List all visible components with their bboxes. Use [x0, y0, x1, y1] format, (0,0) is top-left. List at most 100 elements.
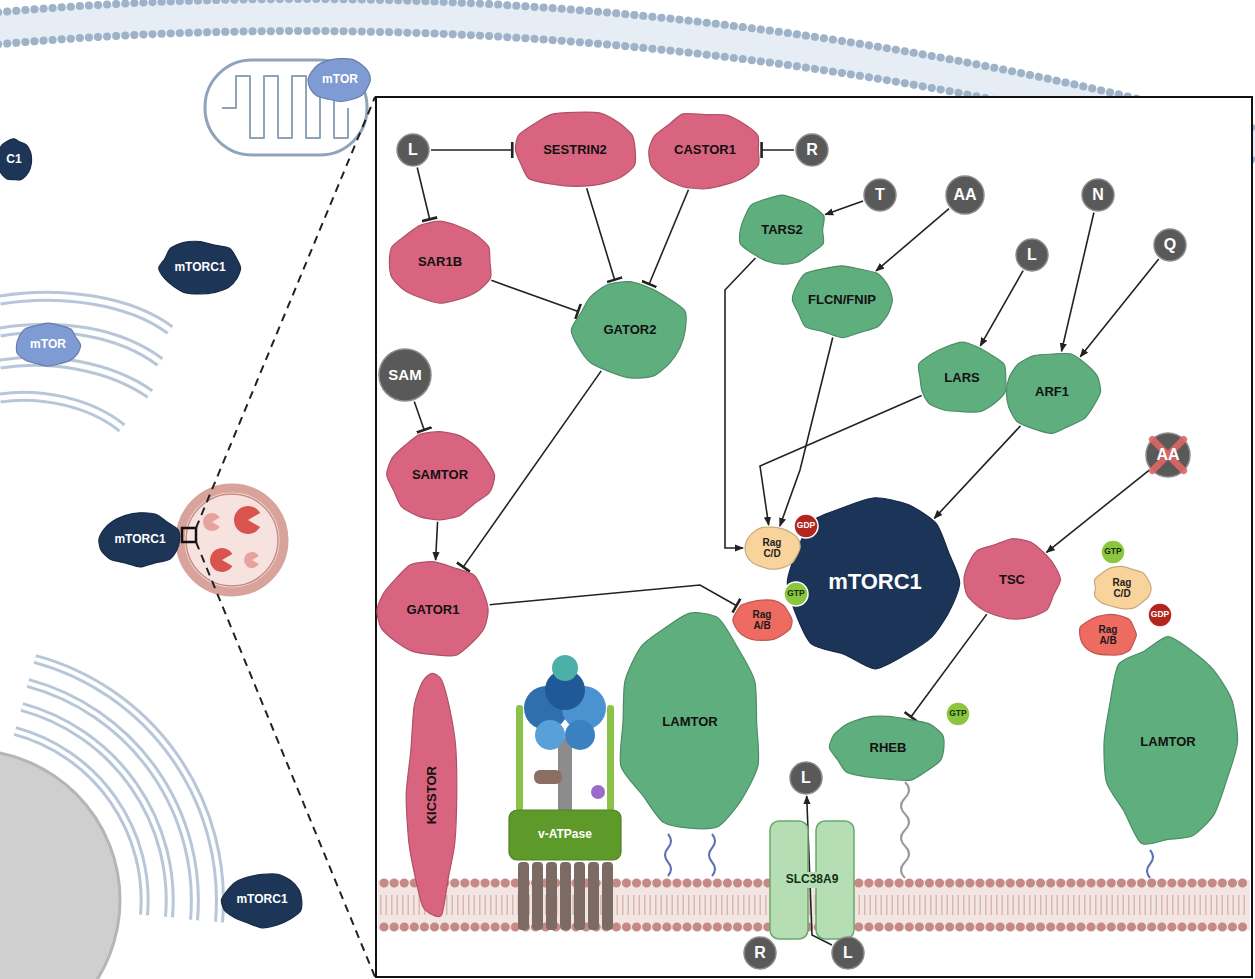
node-text: SAM: [388, 367, 421, 384]
mitochondrion: [205, 60, 367, 155]
metabolite-circle: SAM: [378, 348, 432, 402]
node-text: R: [806, 141, 818, 159]
node-text: L: [408, 141, 418, 159]
er-tube: [28, 683, 195, 920]
node-text: Rag A/B: [1094, 624, 1122, 646]
node-label: KICSTOR: [425, 766, 439, 824]
protein-blob: ARF1: [1002, 350, 1102, 434]
node-text: LARS: [944, 371, 979, 385]
node-label: SAMTOR: [412, 468, 468, 482]
activation-arrow: [1062, 213, 1094, 352]
node-label: Rag A/B: [1094, 624, 1122, 646]
inhibition-line: [491, 280, 578, 311]
node-label: Rag A/B: [748, 609, 776, 631]
metabolite-circle: AA: [945, 175, 985, 215]
node-text: TARS2: [761, 223, 803, 237]
activation-arrow: [934, 426, 1020, 519]
node-label: mTOR: [322, 73, 358, 86]
hydrolase: [203, 513, 220, 531]
lipid-anchor: [901, 782, 909, 878]
v-atpase-subunit: [534, 770, 562, 784]
node-text: L: [843, 944, 853, 962]
inset-frame: [376, 97, 1252, 977]
node-label: ARF1: [1035, 385, 1069, 399]
rag-blob: Rag C/D: [1092, 566, 1152, 610]
node-text: Rag C/D: [1108, 577, 1136, 599]
node-text: SAMTOR: [412, 468, 468, 482]
circle-outline: [794, 514, 818, 538]
activation-arrow: [780, 338, 833, 527]
metabolite-circle: R: [743, 936, 777, 970]
node-label: LAMTOR: [1140, 735, 1195, 749]
node-label: N: [1092, 186, 1104, 204]
node-text: LAMTOR: [1140, 735, 1195, 749]
node-label: mTORC1: [114, 533, 165, 546]
zoom-box: [182, 528, 196, 542]
node-label: GTP: [1104, 547, 1121, 556]
node-text: mTORC1: [236, 893, 287, 906]
circle-outline: [1148, 603, 1172, 627]
node-text: R: [754, 944, 766, 962]
blob-outline: [387, 432, 495, 520]
node-label: C1: [6, 153, 21, 166]
metabolite-circle: AA: [1145, 432, 1191, 478]
node-text: AA: [1156, 446, 1179, 464]
circle-outline: [784, 582, 808, 606]
c-ring: [560, 862, 571, 930]
protein-blob: LAMTOR: [615, 607, 765, 837]
node-label: LAMTOR: [662, 715, 717, 729]
node-text: FLCN/FNIP: [808, 293, 876, 307]
er-tube: [22, 707, 170, 917]
activation-arrow: [980, 271, 1023, 346]
protein-blob: RHEB: [828, 713, 948, 783]
er-lumen: [0, 396, 122, 428]
circle-outline: [397, 134, 429, 166]
inhibition-line: [587, 188, 615, 280]
blob-outline: [16, 323, 80, 366]
mtor-blob: mTOR: [15, 322, 81, 368]
rag-blob: Rag C/D: [742, 526, 802, 570]
hydrolase: [234, 506, 260, 534]
node-text: v-ATPase: [538, 828, 592, 841]
circle-outline: [1154, 229, 1186, 261]
node-text: Q: [1164, 236, 1176, 254]
activation-arrow: [1046, 470, 1149, 552]
node-text: SAR1B: [418, 255, 462, 269]
hydrolase: [244, 552, 259, 568]
er-lumen: [15, 731, 145, 915]
protein-blob: LARS: [915, 341, 1009, 415]
metabolite-circle: Q: [1153, 228, 1187, 262]
node-text: L: [801, 769, 811, 787]
blob-outline: [829, 716, 944, 780]
inhibition-line: [649, 190, 688, 285]
node-text: mTORC1: [828, 570, 922, 594]
node-label: T: [875, 186, 885, 204]
c-ring: [546, 862, 557, 930]
blob-outline: [389, 221, 491, 303]
lipid-anchor: [1147, 850, 1153, 878]
node-text: GTP: [787, 589, 804, 598]
metabolite-circle: N: [1081, 178, 1115, 212]
blob-outline: [406, 673, 457, 916]
node-text: AA: [953, 186, 976, 204]
node-label: GTP: [787, 589, 804, 598]
node-text: SLC38A9: [783, 872, 842, 887]
rag-blob: Rag A/B: [731, 598, 793, 642]
circle-outline: [1016, 239, 1048, 271]
nucleotide-circle: GTP: [945, 701, 971, 727]
blob-outline: [740, 195, 825, 264]
circle-outline: [832, 937, 864, 969]
node-label: SESTRIN2: [543, 143, 607, 157]
protein-blob: SAR1B: [385, 220, 495, 304]
nucleotide-circle: GTP: [783, 581, 809, 607]
blob-outline: [159, 241, 241, 294]
node-label: Rag C/D: [1108, 577, 1136, 599]
metabolite-circle: L: [396, 133, 430, 167]
blob-outline: [221, 874, 301, 928]
node-label: L: [408, 141, 418, 159]
blob-outline: [792, 266, 892, 338]
node-label: Rag C/D: [758, 537, 786, 559]
protein-blob: GATOR1: [373, 560, 493, 660]
node-text: LAMTOR: [662, 715, 717, 729]
inhibition-line: [761, 149, 794, 151]
